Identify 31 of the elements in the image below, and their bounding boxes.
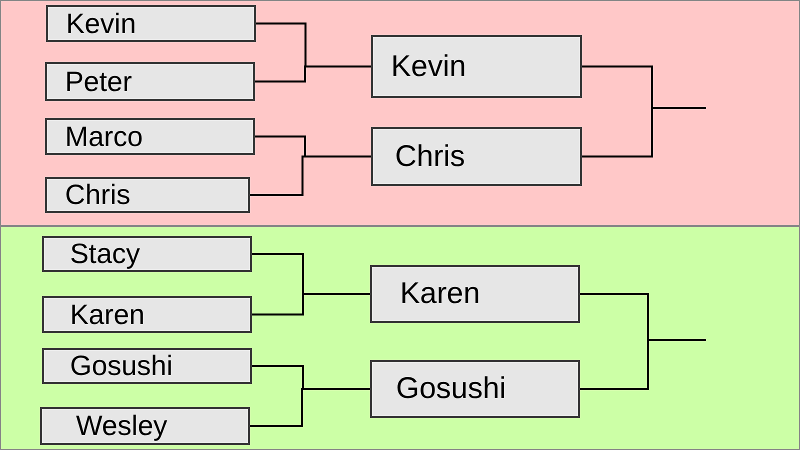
player-name: Marco	[65, 120, 143, 152]
name-box	[40, 407, 250, 445]
name-box	[45, 118, 255, 155]
bracket-line	[580, 339, 706, 390]
player-name: Chris	[395, 140, 466, 174]
name-box	[45, 62, 255, 101]
name-box	[370, 360, 580, 418]
region-band	[0, 226, 800, 450]
player-name: Wesley	[76, 410, 168, 442]
player-name: Kevin	[391, 50, 466, 84]
bracket-line	[252, 293, 370, 316]
player-name: Stacy	[70, 238, 140, 270]
player-name: Karen	[70, 298, 145, 330]
name-box	[371, 35, 582, 98]
name-box	[42, 296, 252, 333]
name-box	[370, 265, 580, 323]
name-box	[46, 5, 256, 42]
player-name: Gosushi	[70, 350, 173, 382]
bracket-line	[250, 156, 371, 196]
bracket-line	[255, 66, 371, 82]
player-name: Chris	[65, 179, 130, 211]
bracket-line	[582, 107, 706, 158]
name-box	[42, 236, 252, 272]
player-name: Gosushi	[396, 372, 506, 406]
name-box	[371, 127, 582, 186]
player-name: Karen	[400, 277, 480, 311]
player-name: Peter	[65, 66, 132, 98]
player-name: Kevin	[66, 8, 136, 40]
region-band	[0, 0, 800, 226]
name-box	[42, 348, 252, 384]
name-box	[45, 177, 250, 213]
